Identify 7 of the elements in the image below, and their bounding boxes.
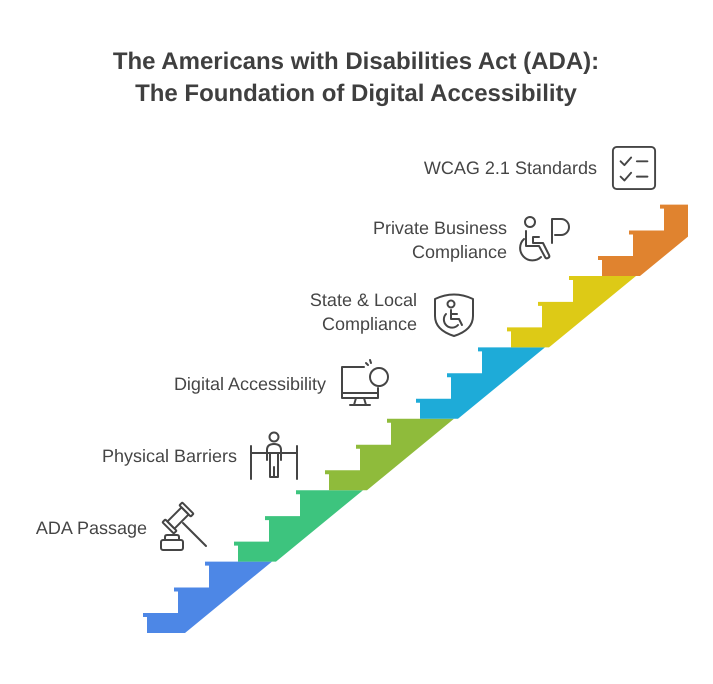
step-label: Private Business Compliance [372, 217, 507, 264]
step-label: ADA Passage [34, 517, 147, 540]
step-label: Digital Accessibility [172, 373, 326, 396]
step-label: Physical Barriers [100, 445, 237, 468]
title: The Americans with Disabilities Act (ADA): The Foundation of Digital Accessibility [112, 47, 600, 109]
step-label: State & Local Compliance [308, 289, 417, 336]
step-label: WCAG 2.1 Standards [422, 157, 597, 180]
